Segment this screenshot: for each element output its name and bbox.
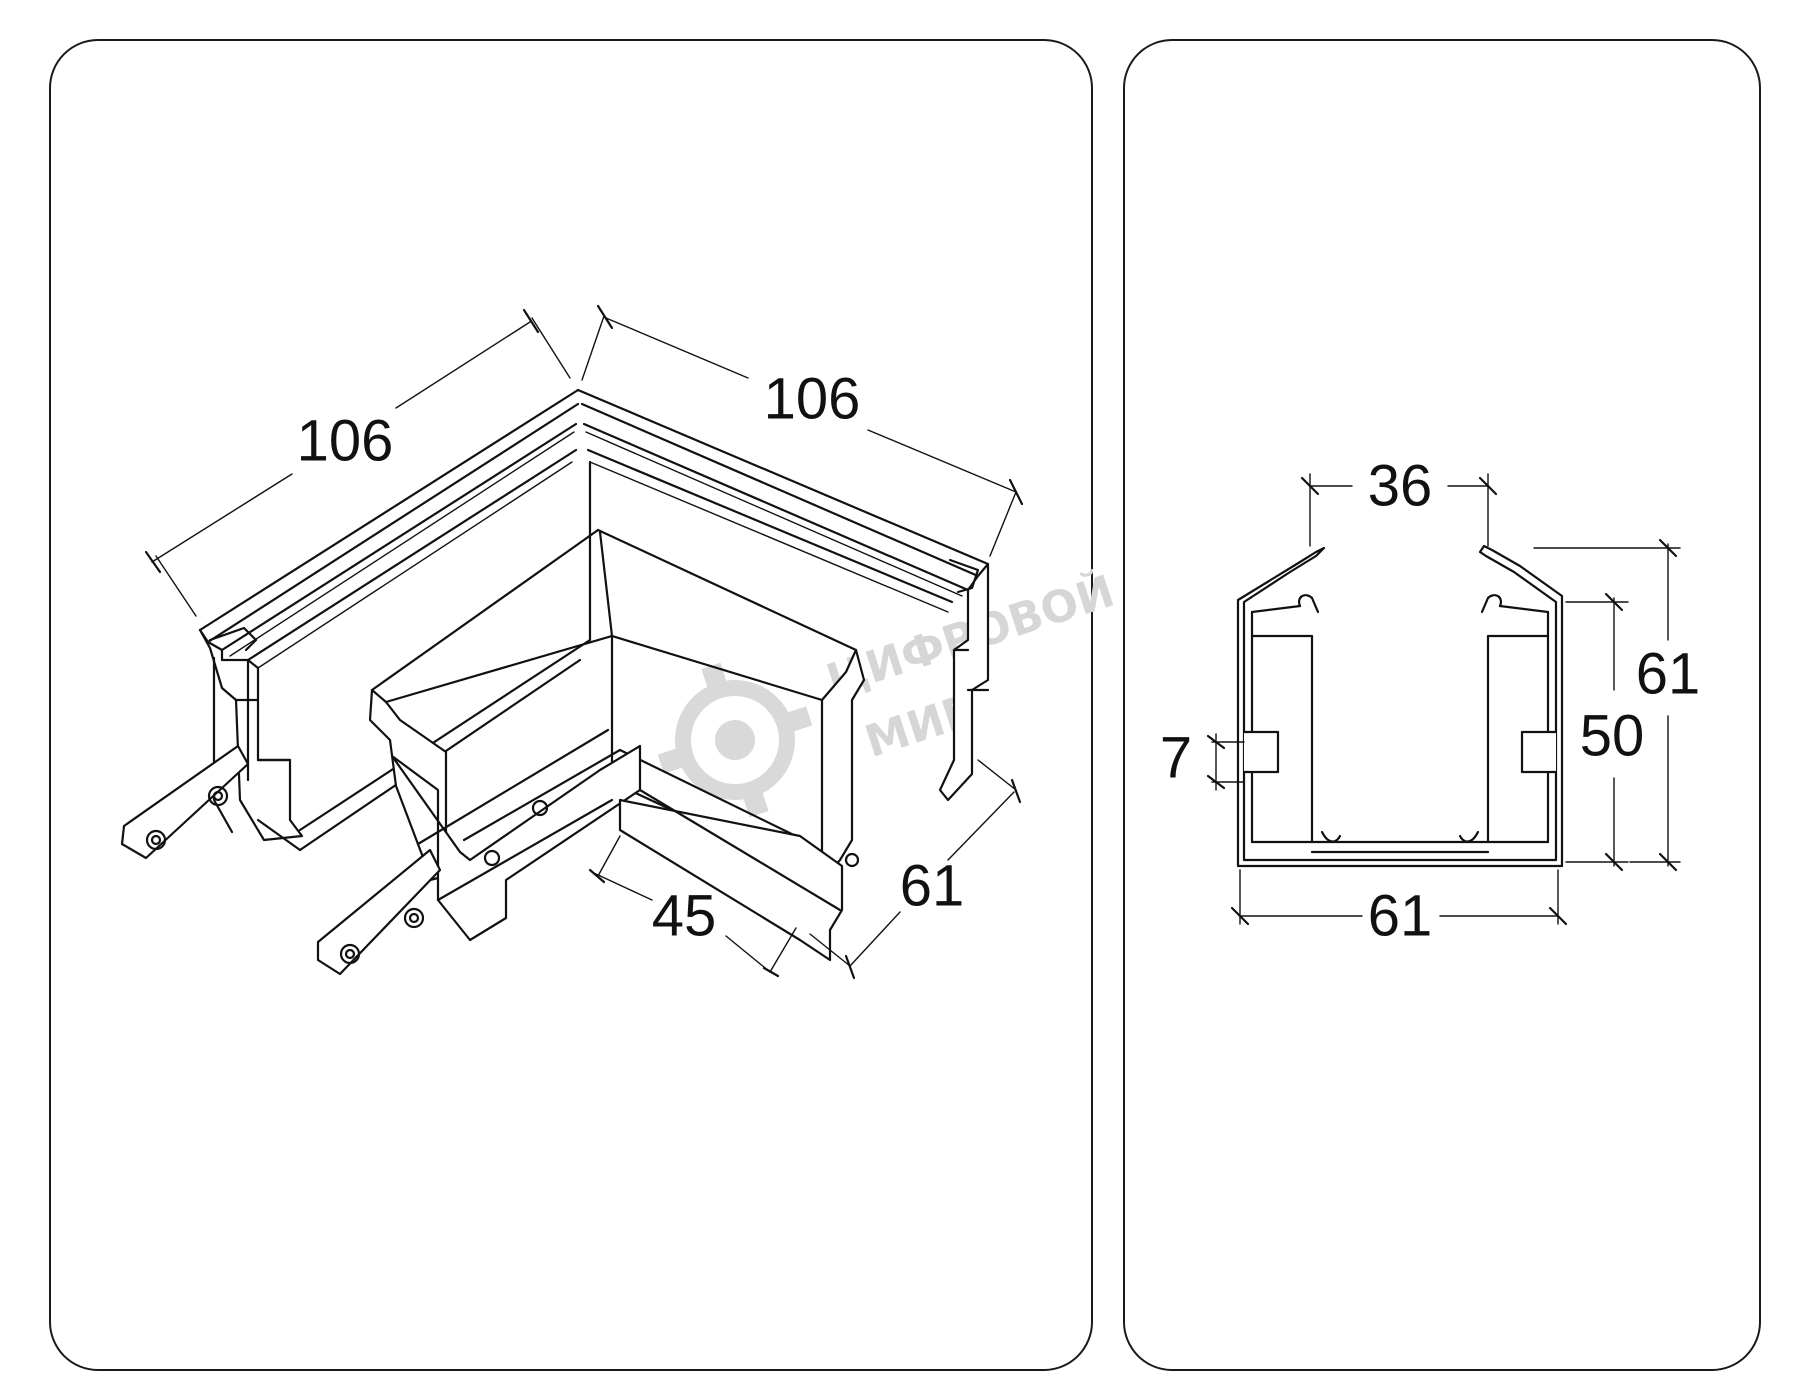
dim-outer-height-label: 61: [1636, 641, 1701, 706]
dim-line-height: [809, 759, 1022, 980]
section-view-panel: [1123, 39, 1761, 1371]
dim-line-groove: [1206, 733, 1245, 791]
watermark-gear-icon: [657, 662, 813, 818]
dim-line-inner: [588, 835, 797, 978]
dim-line-top-opening: [1300, 473, 1498, 547]
dim-line-top-left: [144, 308, 571, 617]
dim-inner-height-label: 50: [1580, 703, 1645, 768]
dim-line-width: [1230, 869, 1568, 926]
dim-inner-label: 45: [652, 883, 717, 948]
dim-groove-label: 7: [1160, 725, 1192, 790]
dim-line-top-right: [581, 304, 1024, 557]
dim-top-right-label: 106: [764, 366, 861, 431]
isometric-view-panel: [49, 39, 1093, 1371]
dim-width-label: 61: [1368, 883, 1433, 948]
cross-section-profile: 36 7 50 61: [1160, 453, 1700, 948]
dim-line-outer-height: [1533, 538, 1681, 872]
dim-height-label: 61: [900, 853, 965, 918]
isometric-corner-profile: 106 106 45 61: [120, 304, 1024, 980]
dim-top-left-label: 106: [297, 408, 394, 473]
dim-line-inner-height: [1565, 592, 1629, 872]
dim-top-opening-label: 36: [1368, 453, 1433, 518]
